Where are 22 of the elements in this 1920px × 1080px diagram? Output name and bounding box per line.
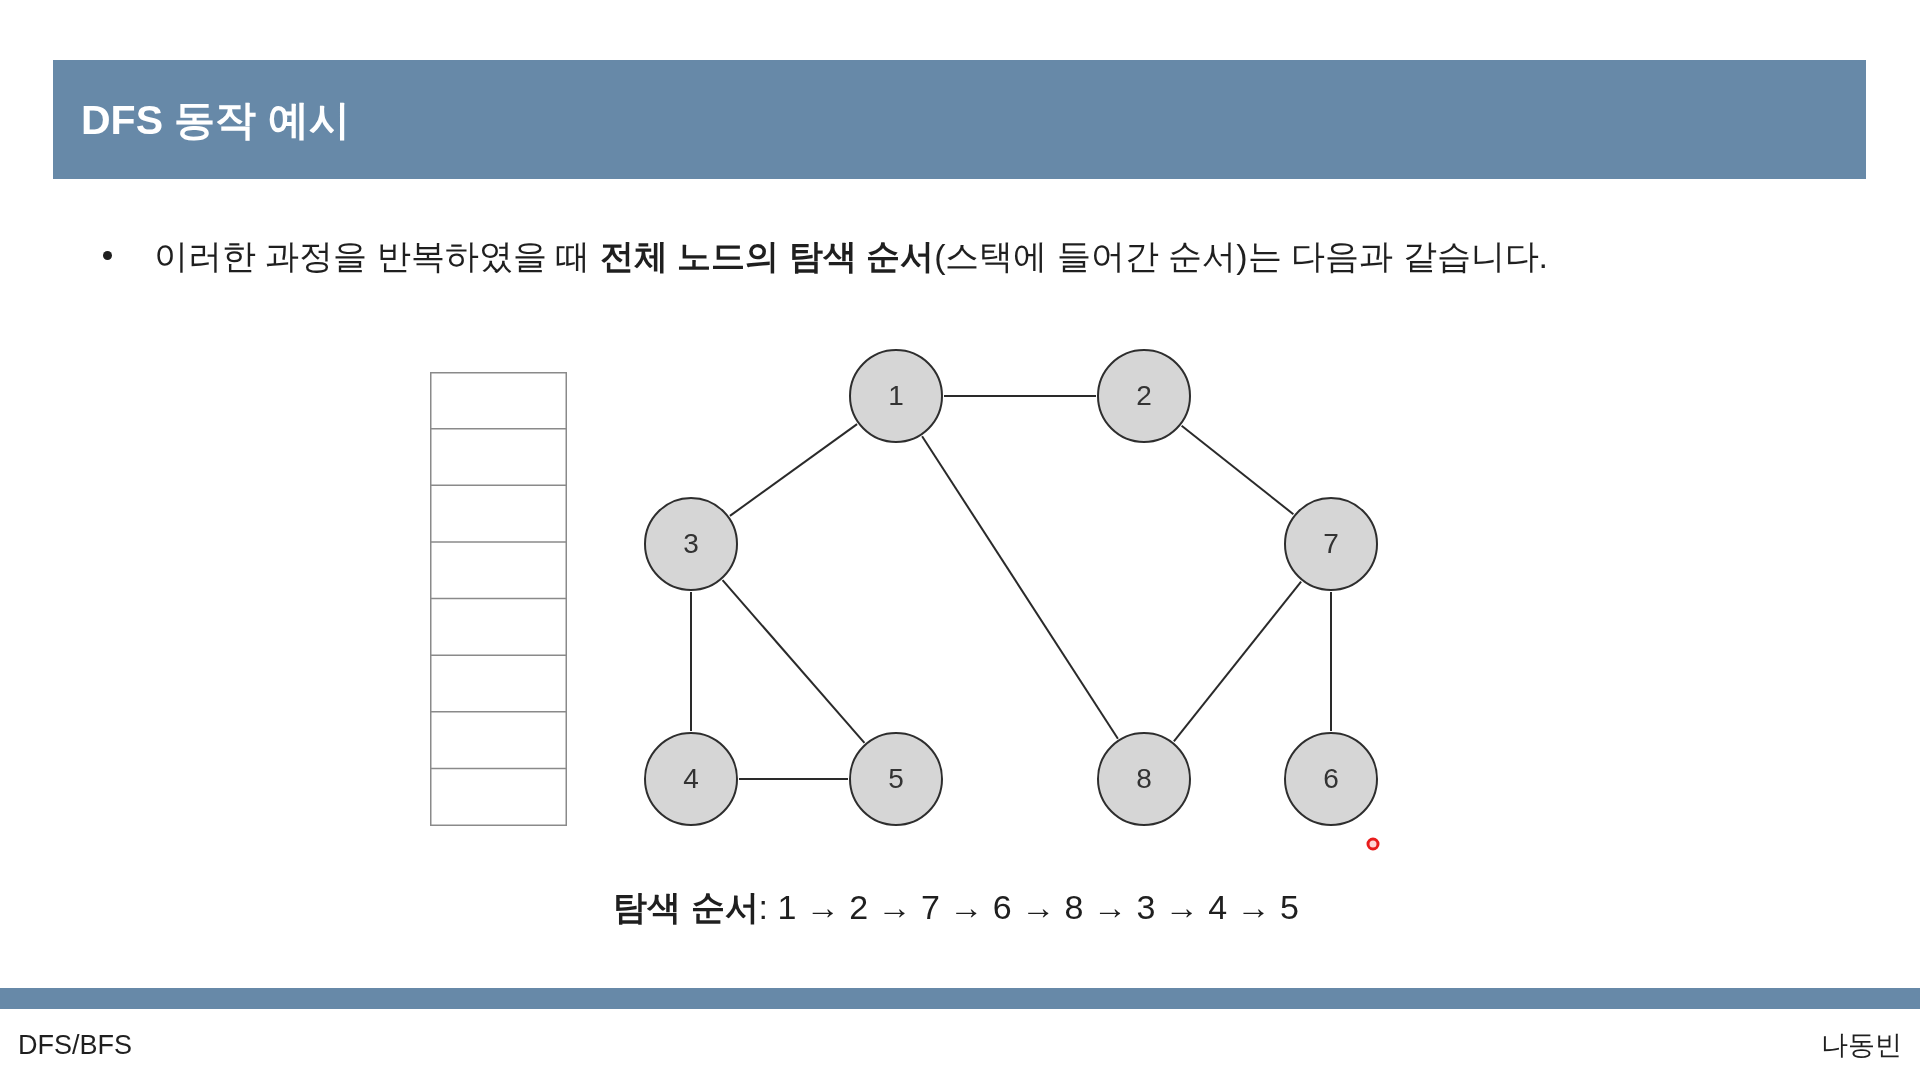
footer-text: DFS/BFS: [18, 1029, 132, 1062]
slide-title: DFS 동작 예시: [81, 95, 350, 145]
footer-author: 나동빈: [1821, 1029, 1902, 1062]
edge-line: [721, 579, 866, 744]
edge-line: [1172, 580, 1303, 743]
graph-node: 4: [644, 732, 738, 826]
edge-line: [1180, 424, 1295, 516]
graph-node: 2: [1097, 349, 1191, 443]
edge-line: [728, 423, 859, 517]
graph-node: 1: [849, 349, 943, 443]
graph-node: 3: [644, 497, 738, 591]
graph-node: 7: [1284, 497, 1378, 591]
edge-line: [1330, 591, 1332, 732]
search-order-text: 탐색 순서: 1 → 2 → 7 → 6 → 8 → 3 → 4 → 5: [613, 887, 1299, 928]
edge-line: [738, 778, 849, 780]
graph-node: 8: [1097, 732, 1191, 826]
edge-line: [943, 395, 1097, 397]
graph-node: 5: [849, 732, 943, 826]
edge-line: [921, 435, 1119, 740]
graph-node: 6: [1284, 732, 1378, 826]
bullet-text: 이러한 과정을 반복하였을 때 전체 노드의 탐색 순서(스택에 들어간 순서)는 다음과 같습니다.: [154, 236, 1549, 277]
edge-line: [690, 591, 692, 732]
